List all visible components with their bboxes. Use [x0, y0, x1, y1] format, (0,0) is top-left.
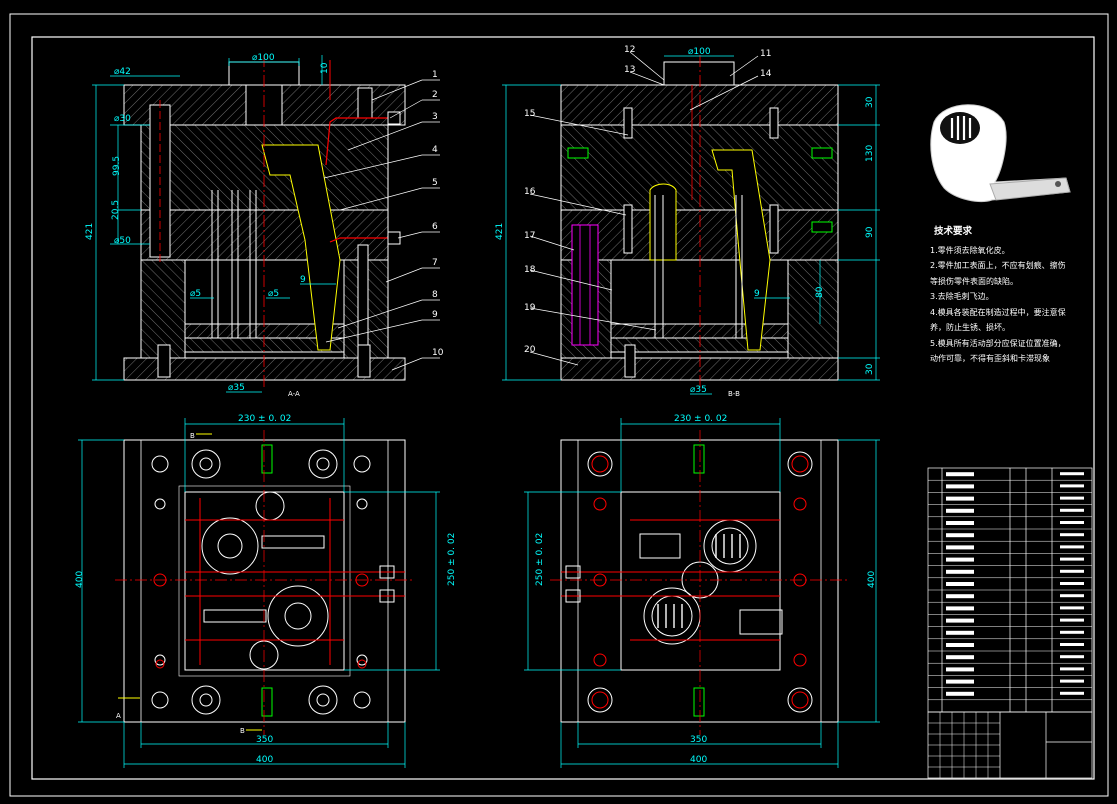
cut-markers-left: B B A [116, 432, 262, 735]
section-a-dim-text: ⌀100 10 ⌀42 ⌀30 99.5 20.5 ⌀50 421 ⌀5 ⌀5 … [85, 53, 330, 393]
dim-99: 99.5 [112, 156, 122, 176]
svg-text:250 ± 0. 02: 250 ± 0. 02 [447, 533, 457, 586]
svg-text:6: 6 [432, 222, 438, 232]
svg-text:400: 400 [690, 755, 707, 765]
svg-text:7: 7 [432, 258, 438, 268]
svg-text:1: 1 [432, 70, 438, 80]
dim-phi5-b: ⌀5 [268, 289, 279, 299]
svg-text:3: 3 [432, 112, 438, 122]
svg-text:⌀35: ⌀35 [690, 385, 707, 395]
svg-text:⌀100: ⌀100 [688, 47, 711, 57]
plan-view-right [550, 430, 850, 735]
part-numbers-a: 1 2 3 4 5 6 7 8 9 10 [432, 70, 444, 358]
svg-text:18: 18 [524, 265, 536, 275]
svg-text:90: 90 [865, 226, 875, 238]
dim-9-a: 9 [300, 275, 306, 285]
svg-text:B: B [190, 432, 195, 440]
section-b-dim-text: ⌀100 30 130 90 80 30 421 ⌀35 9 [495, 47, 875, 395]
svg-text:400: 400 [75, 571, 85, 588]
svg-text:30: 30 [865, 96, 875, 108]
svg-text:350: 350 [690, 735, 707, 745]
section-b-dimensions [502, 55, 880, 395]
section-a-view [123, 55, 406, 390]
svg-text:10: 10 [432, 348, 444, 358]
svg-text:250 ± 0. 02: 250 ± 0. 02 [535, 533, 545, 586]
svg-text:B: B [240, 727, 245, 735]
svg-text:350: 350 [256, 735, 273, 745]
plan-right-dimensions [524, 418, 880, 768]
tech-item: 2.零件加工表面上，不应有划痕、擦伤等损伤零件表面的缺陷。 [930, 261, 1066, 286]
dim-421-a: 421 [85, 223, 95, 240]
svg-text:9: 9 [754, 289, 760, 299]
tech-item: 5.模具所有活动部分应保证位置准确，动作可靠，不得有歪斜和卡滞现象 [930, 338, 1066, 364]
section-b-view [560, 55, 839, 390]
part-leaders-a [323, 79, 440, 371]
part-numbers-b: 12 13 11 14 15 16 17 18 19 20 [524, 45, 772, 355]
svg-text:9: 9 [432, 310, 438, 320]
svg-text:2: 2 [432, 90, 438, 100]
section-b-label: B-B [728, 390, 740, 398]
part-3d-illustration [930, 104, 1071, 202]
dim-phi50: ⌀50 [114, 236, 131, 246]
tech-requirements: 技术要求 1.零件须去除氧化皮。 2.零件加工表面上，不应有划痕、擦伤等损伤零件… [930, 224, 1070, 367]
svg-text:17: 17 [524, 231, 535, 241]
tech-heading: 技术要求 [934, 226, 973, 237]
dim-phi100-a: ⌀100 [252, 53, 275, 63]
dim-phi35-a: ⌀35 [228, 383, 245, 393]
title-block-grid [928, 712, 1000, 778]
svg-text:12: 12 [624, 45, 635, 55]
section-a-label: A-A [288, 390, 300, 398]
outer-frame [9, 13, 1109, 797]
dim-20: 20.5 [111, 200, 121, 220]
parts-list-rows [928, 472, 1092, 701]
svg-text:400: 400 [256, 755, 273, 765]
section-a-dimensions [92, 55, 336, 393]
inner-frame [31, 36, 1095, 780]
dim-10: 10 [320, 62, 330, 74]
svg-text:5: 5 [432, 178, 438, 188]
svg-text:421: 421 [495, 223, 505, 240]
dim-phi42: ⌀42 [114, 67, 131, 77]
part-leaders-b [529, 51, 759, 366]
svg-text:400: 400 [867, 571, 877, 588]
plan-right-dim-text: 230 ± 0. 02 250 ± 0. 02 400 350 400 [535, 414, 877, 765]
svg-text:A: A [116, 712, 121, 720]
svg-text:15: 15 [524, 109, 535, 119]
svg-text:8: 8 [432, 290, 438, 300]
svg-text:16: 16 [524, 187, 536, 197]
tech-item: 4.模具各装配在制造过程中，要注意保养，防止生锈、损坏。 [930, 307, 1066, 333]
svg-text:80: 80 [815, 286, 825, 298]
svg-text:19: 19 [524, 303, 536, 313]
svg-text:230 ± 0. 02: 230 ± 0. 02 [238, 414, 291, 424]
svg-text:130: 130 [865, 145, 875, 162]
svg-text:14: 14 [760, 69, 772, 79]
plan-left-dim-text: 230 ± 0. 02 250 ± 0. 02 400 350 400 [75, 414, 457, 765]
dim-phi30: ⌀30 [114, 114, 131, 124]
plan-left-dimensions [78, 418, 440, 768]
svg-text:20: 20 [524, 345, 536, 355]
dim-phi5-a: ⌀5 [190, 289, 201, 299]
plan-view-left [115, 430, 415, 735]
svg-text:230 ± 0. 02: 230 ± 0. 02 [674, 414, 727, 424]
svg-text:11: 11 [760, 49, 771, 59]
tech-item: 1.零件须去除氧化皮。 [930, 245, 1010, 255]
tech-item: 3.去除毛刺飞边。 [930, 292, 994, 301]
svg-text:4: 4 [432, 145, 438, 155]
svg-text:13: 13 [624, 65, 635, 75]
svg-text:30: 30 [865, 363, 875, 375]
